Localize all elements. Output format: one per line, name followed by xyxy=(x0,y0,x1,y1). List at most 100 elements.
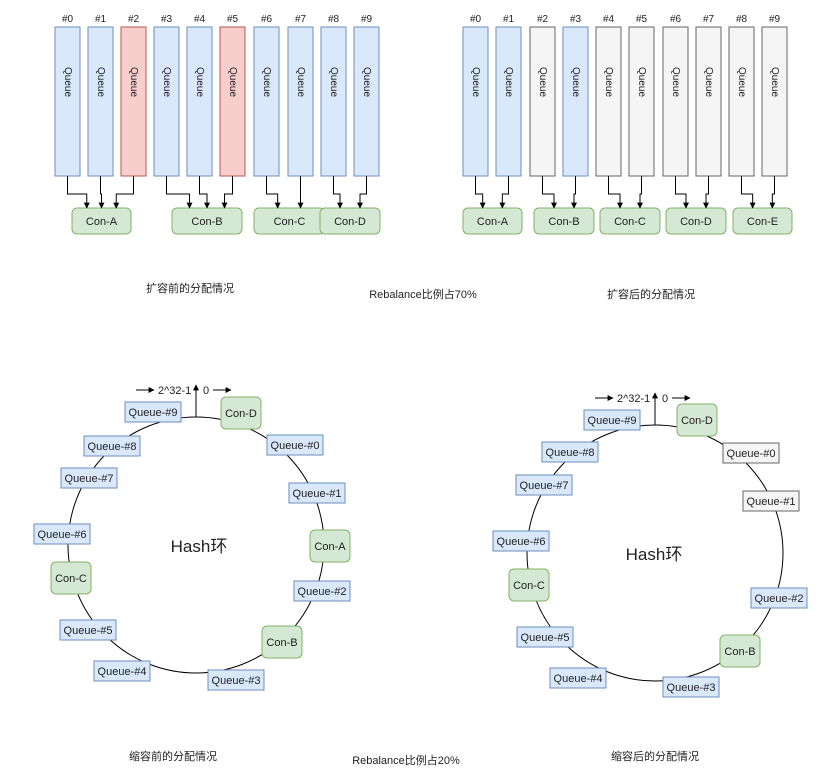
ring-node-queue-2: Queue-#2 xyxy=(293,580,351,602)
ring-node-label: Queue-#2 xyxy=(755,593,804,605)
ring-node-label: Queue-#0 xyxy=(727,448,776,460)
ring-node-label: Con-D xyxy=(225,408,257,420)
queue-box xyxy=(253,26,280,177)
consumer-box xyxy=(665,207,727,235)
ring-node-label: Queue-#4 xyxy=(554,673,603,685)
queue-box xyxy=(33,523,91,545)
ring-node-queue-1: Queue-#1 xyxy=(288,482,346,504)
queue-index-label: #7 xyxy=(703,14,715,25)
queue-box xyxy=(54,26,81,177)
queue-box xyxy=(293,580,351,602)
ring-node-label: Queue-#3 xyxy=(212,675,261,687)
queue-index-label: #7 xyxy=(295,14,307,25)
queue-index-label: #1 xyxy=(503,14,515,25)
caption-rebalance-shrink: Rebalance比例占20% xyxy=(352,753,460,767)
assignment-arrow xyxy=(357,176,367,209)
ring-node-queue-3: Queue-#3 xyxy=(662,676,720,698)
ring-node-label: Queue-#7 xyxy=(65,473,114,485)
queue-label: Queue xyxy=(769,67,780,97)
queue-box xyxy=(186,26,213,177)
assignment-arrow xyxy=(266,176,281,209)
queue-label: Queue xyxy=(361,67,372,97)
caption-after-expand: 扩容后的分配情况 xyxy=(607,287,695,301)
queue-box xyxy=(515,474,573,496)
ring-node-label: Queue-#2 xyxy=(298,586,347,598)
queue-label: Queue xyxy=(503,67,514,97)
ring-max-label: 2^32-1 xyxy=(158,385,191,397)
assignment-arrow xyxy=(703,176,709,209)
ring-node-label: Queue-#1 xyxy=(747,496,796,508)
queue-index-label: #2 xyxy=(128,14,140,25)
ring-node-con-d: Con-D xyxy=(676,403,718,437)
assignment-arrow xyxy=(542,176,557,209)
queue-box xyxy=(628,26,655,177)
consumer-con-b: Con-B xyxy=(533,207,595,235)
ring-node-queue-8: Queue-#8 xyxy=(541,441,599,463)
ring-node-queue-6: Queue-#6 xyxy=(492,530,550,552)
consumer-label: Con-D xyxy=(334,216,366,228)
consumer-label: Con-E xyxy=(747,216,778,228)
consumer-con-d: Con-D xyxy=(665,207,727,235)
ring-node-con-c: Con-C xyxy=(508,568,550,602)
ring-node-queue-3: Queue-#3 xyxy=(207,669,265,691)
ring-node-label: Con-A xyxy=(314,541,346,553)
queue-box xyxy=(207,669,265,691)
queue-box xyxy=(219,26,246,177)
ring-node-label: Con-B xyxy=(724,646,755,658)
consumer-con-e: Con-E xyxy=(732,207,793,235)
consumer-label: Con-C xyxy=(274,216,306,228)
ring-node-queue-5: Queue-#5 xyxy=(516,626,574,648)
queue-label: Queue xyxy=(161,67,172,97)
consumer-con-c: Con-C xyxy=(253,207,326,235)
queue-box xyxy=(87,26,114,177)
ring-node-label: Queue-#0 xyxy=(271,440,320,452)
queue-label: Queue xyxy=(470,67,481,97)
ring-node-con-c: Con-C xyxy=(50,561,92,595)
assignment-arrow xyxy=(221,176,233,209)
queue-box xyxy=(120,26,147,177)
ring-node-queue-7: Queue-#7 xyxy=(60,467,118,489)
queue-box xyxy=(750,587,808,609)
queue-index-label: #5 xyxy=(636,14,648,25)
queue-box xyxy=(662,26,689,177)
assignment-arrow xyxy=(499,176,509,209)
queue-box xyxy=(492,530,550,552)
ring-node-label: Queue-#6 xyxy=(497,536,546,548)
queue-index-label: #3 xyxy=(570,14,582,25)
queue-index-label: #3 xyxy=(161,14,173,25)
ring-node-queue-9: Queue-#9 xyxy=(583,409,641,431)
assignment-arrow xyxy=(333,176,343,209)
consumer-box xyxy=(732,207,793,235)
queue-label: Queue xyxy=(95,67,106,97)
consumer-label: Con-A xyxy=(86,216,118,228)
ring-node-queue-6: Queue-#6 xyxy=(33,523,91,545)
queue-box xyxy=(83,435,141,457)
queue-index-label: #0 xyxy=(470,14,482,25)
ring-node-label: Queue-#7 xyxy=(520,480,569,492)
ring-node-queue-5: Queue-#5 xyxy=(59,619,117,641)
ring-node-label: Queue-#9 xyxy=(588,415,637,427)
ring-node-label: Queue-#5 xyxy=(64,625,113,637)
ring-node-label: Queue-#9 xyxy=(129,407,178,419)
ring-node-label: Queue-#5 xyxy=(521,632,570,644)
queue-index-label: #8 xyxy=(328,14,340,25)
consumer-box xyxy=(462,207,523,235)
ring-max-label: 2^32-1 xyxy=(617,393,650,405)
consumer-box xyxy=(719,634,761,668)
ring-zero-label: 0 xyxy=(203,385,209,397)
ring-node-queue-7: Queue-#7 xyxy=(515,474,573,496)
queue-label: Queue xyxy=(194,67,205,97)
queue-box xyxy=(153,26,180,177)
